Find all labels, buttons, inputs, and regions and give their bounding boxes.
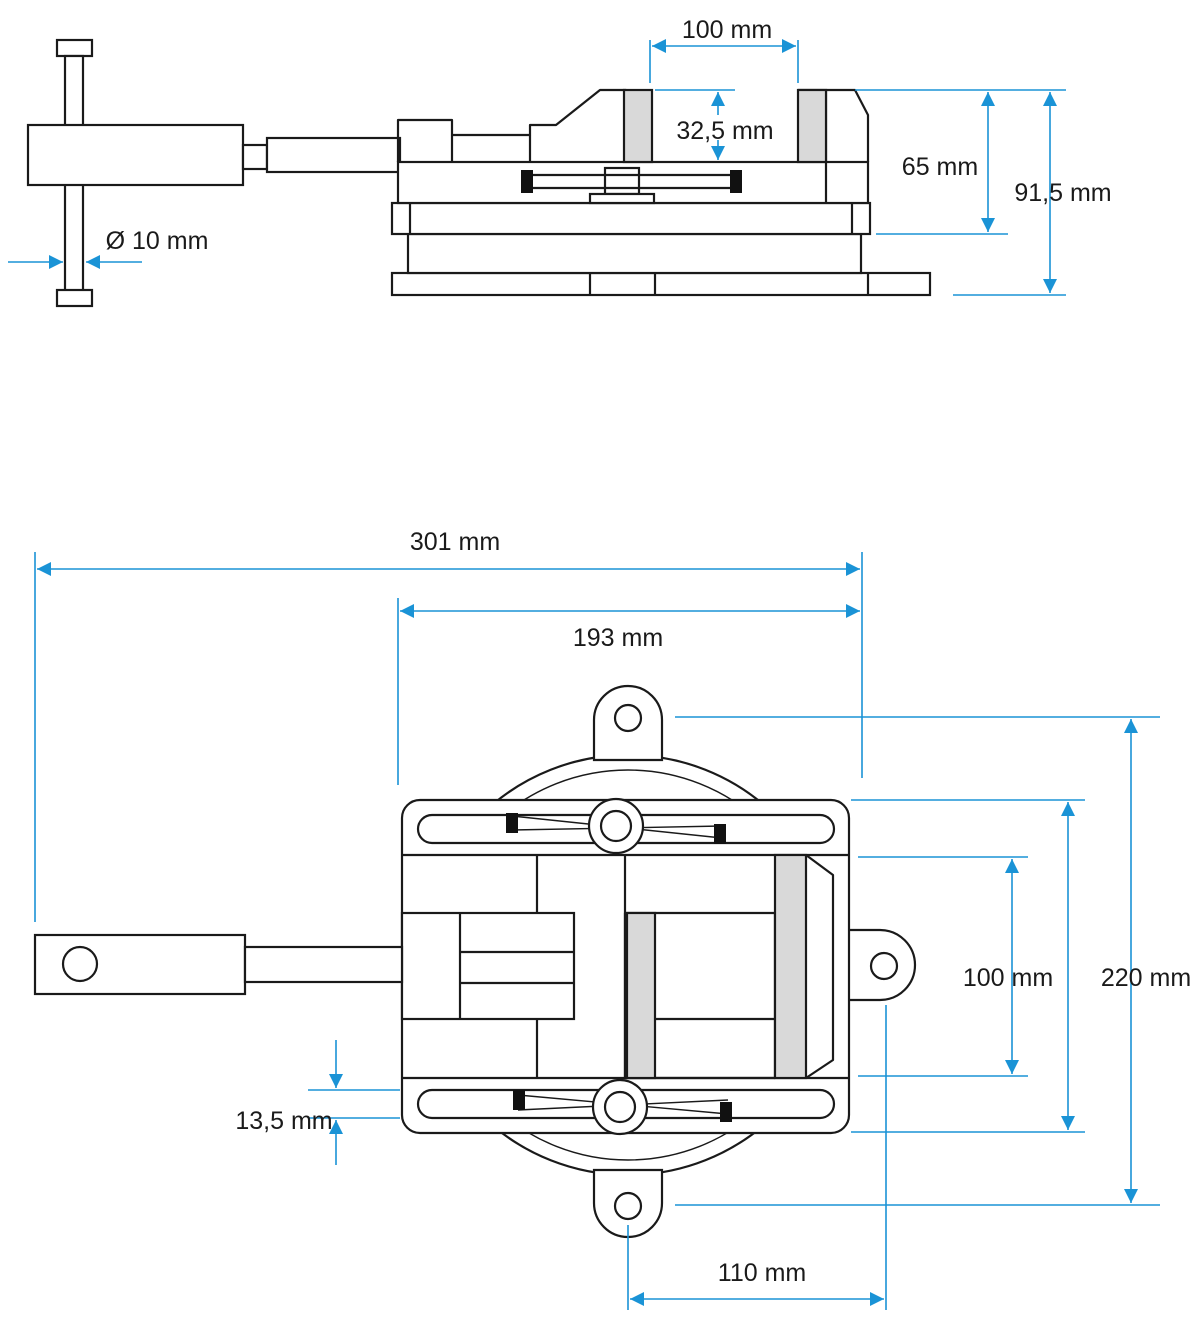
label-total-height: 91,5 mm [1014, 179, 1111, 207]
dim-hole-spacing: 110 mm [627, 1005, 887, 1310]
dim-total-height: 91,5 mm [953, 89, 1112, 296]
label-jaw-height: 32,5 mm [676, 117, 773, 145]
label-slot-width: 13,5 mm [235, 1107, 332, 1135]
label-hole-spacing: 110 mm [718, 1259, 806, 1287]
label-handle-diameter: Ø 10 mm [106, 227, 209, 255]
dim-handle-diameter: Ø 10 mm [8, 227, 209, 269]
dim-slot-width: 13,5 mm [235, 1040, 400, 1165]
label-height-65: 65 mm [902, 153, 978, 181]
mount-lug-top [592, 684, 664, 762]
top-view: 301 mm 193 mm 100 mm 220 mm [33, 528, 1191, 1310]
vise-body-side [390, 88, 932, 297]
dim-body-length: 193 mm [397, 598, 860, 785]
dim-body-width [851, 799, 1085, 1133]
handle-top [33, 933, 404, 996]
dim-total-width: 220 mm [675, 716, 1191, 1206]
mount-lug-bottom [592, 1168, 664, 1239]
mount-lug-right [838, 928, 917, 1002]
side-view: 100 mm 32,5 mm 65 mm 91,5 mm Ø 10 mm [8, 16, 1112, 308]
dim-jaw-width: 100 mm [649, 16, 799, 83]
dim-total-length: 301 mm [34, 528, 863, 922]
label-jaw-width: 100 mm [682, 16, 772, 44]
t-handle-side [26, 38, 402, 308]
label-total-width: 220 mm [1101, 964, 1191, 992]
label-body-length: 193 mm [573, 624, 663, 652]
label-total-length: 301 mm [410, 528, 500, 556]
dim-jaw-height: 32,5 mm [655, 89, 774, 160]
label-jaw-opening: 100 mm [963, 964, 1053, 992]
dim-height-65: 65 mm [855, 89, 1008, 235]
dim-jaw-opening: 100 mm [858, 856, 1053, 1077]
